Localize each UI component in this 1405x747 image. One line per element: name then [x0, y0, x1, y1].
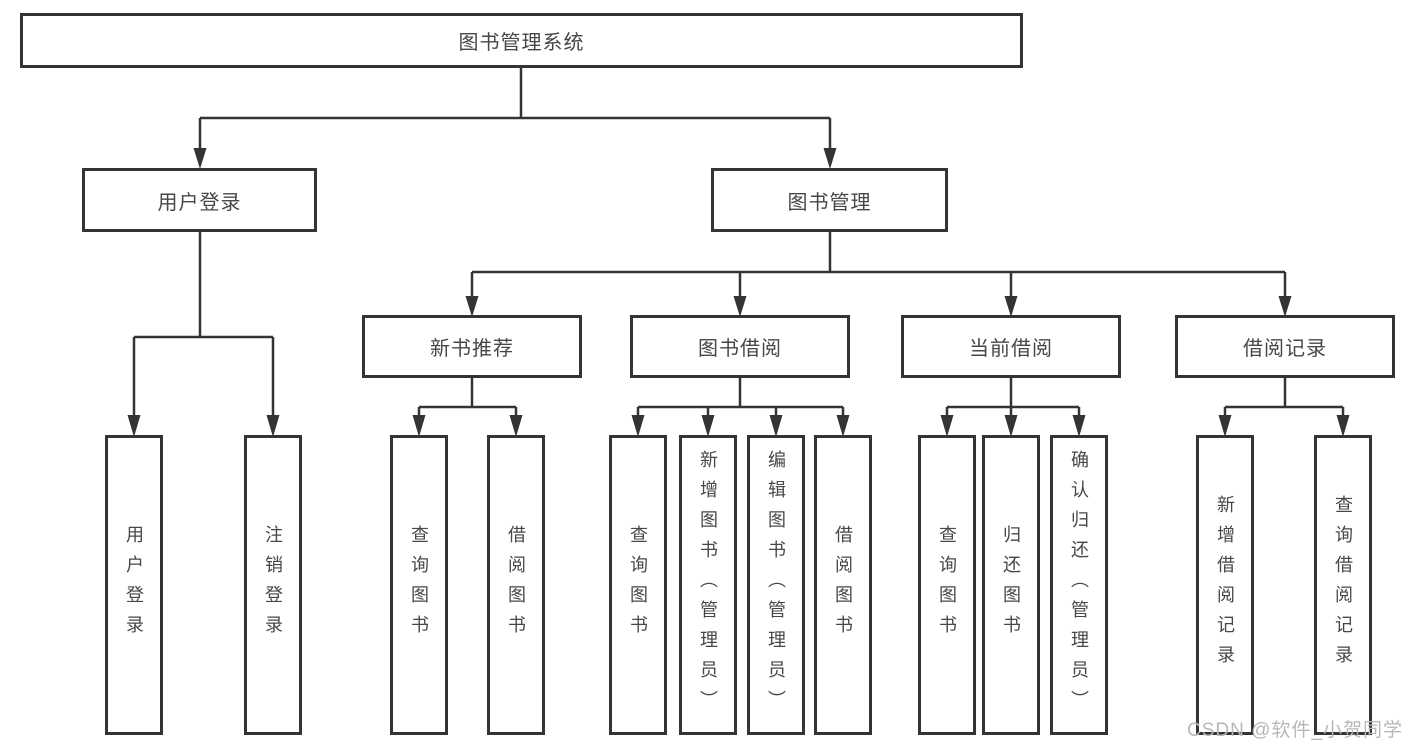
node-root: 图书管理系统: [20, 13, 1023, 68]
leaf-query-books-recommend: 查询图书: [390, 435, 448, 735]
node-user-login: 用户登录: [82, 168, 317, 232]
node-book-management: 图书管理: [711, 168, 948, 232]
leaf-edit-book-admin: 编辑图书（管理员）: [747, 435, 805, 735]
leaf-add-book-admin: 新增图书（管理员）: [679, 435, 737, 735]
csdn-watermark: CSDN @软件_小贺同学: [1187, 720, 1403, 741]
leaf-borrow-books: 借阅图书: [814, 435, 872, 735]
leaf-confirm-return-admin: 确认归还（管理员）: [1050, 435, 1108, 735]
leaf-add-borrow-record: 新增借阅记录: [1196, 435, 1254, 735]
node-book-borrow: 图书借阅: [630, 315, 850, 378]
node-borrow-records: 借阅记录: [1175, 315, 1395, 378]
leaf-query-books-current: 查询图书: [918, 435, 976, 735]
node-current-borrow: 当前借阅: [901, 315, 1121, 378]
leaf-return-book: 归还图书: [982, 435, 1040, 735]
leaf-logout: 注销登录: [244, 435, 302, 735]
leaf-query-books-borrow: 查询图书: [609, 435, 667, 735]
leaf-borrow-books-recommend: 借阅图书: [487, 435, 545, 735]
arrowhead-icons: [127, 148, 1350, 437]
leaf-query-borrow-record: 查询借阅记录: [1314, 435, 1372, 735]
node-new-book-recommend: 新书推荐: [362, 315, 582, 378]
leaf-user-login: 用户登录: [105, 435, 163, 735]
connector-paths: [132, 68, 1345, 419]
